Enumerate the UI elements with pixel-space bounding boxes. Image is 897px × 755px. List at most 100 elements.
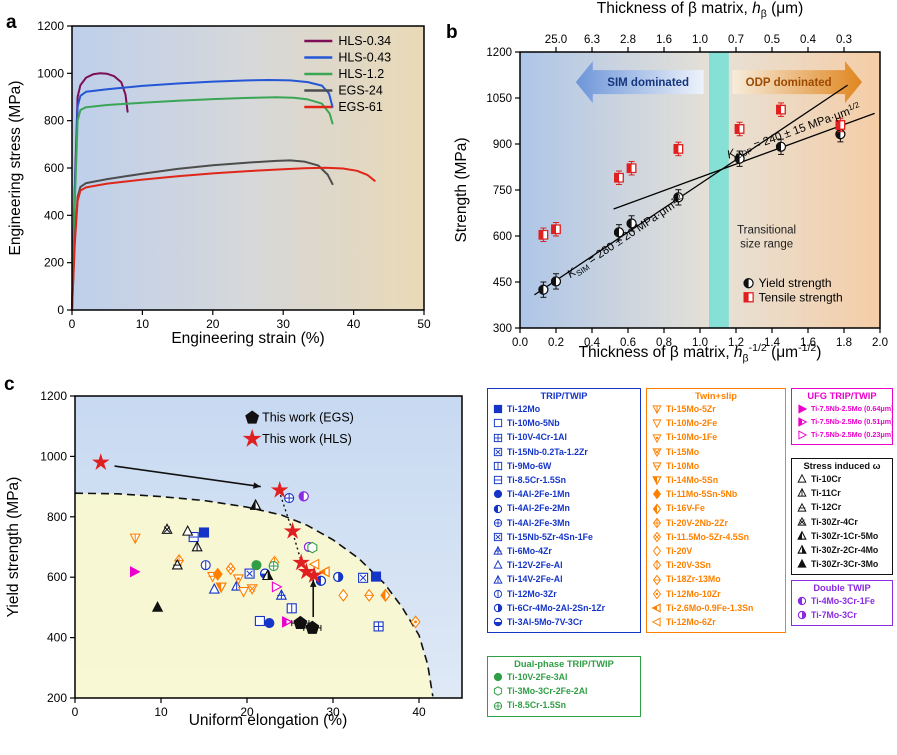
legend-item: Ti-11Cr: [796, 486, 888, 500]
legend-items: Ti-7.5Nb-2.5Mo (0.64μm)Ti-7.5Nb-2.5Mo (0…: [796, 402, 894, 441]
legend-item: Ti-15Nb-5Zr-4Sn-1Fe: [492, 530, 636, 544]
square-marker: [188, 531, 199, 543]
circle-marker: [550, 276, 562, 287]
legend-item: Ti-12Mo: [492, 402, 636, 416]
circle-marker: [493, 603, 503, 613]
legend-item-label: Ti-7.5Nb-2.5Mo (0.51μm): [811, 417, 894, 426]
legend-item-label: Ti-20V-2Nb-2Zr: [666, 517, 728, 528]
square-marker: [493, 433, 503, 442]
svg-text:2.8: 2.8: [620, 34, 636, 46]
legend-item-label: Ti-30Zr-4Cr: [811, 516, 858, 527]
diamond-marker: [338, 588, 349, 602]
legend-item: Ti-15Mo: [651, 445, 781, 459]
square-marker: [551, 224, 561, 235]
square-icon: [493, 404, 503, 414]
legend-item-label: Ti-30Zr-1Cr-5Mo: [811, 530, 879, 541]
triangle-down-icon: [652, 448, 662, 457]
circle-marker: [673, 192, 684, 203]
svg-text:0.6: 0.6: [620, 337, 636, 349]
triangle-left-marker: [318, 566, 330, 578]
svg-text:2.0: 2.0: [872, 337, 888, 349]
triangle-down-marker: [652, 419, 662, 429]
legend-item-label: Ti-14Mo-5Sn: [666, 475, 719, 486]
star-marker: [283, 522, 302, 539]
star-marker: [305, 566, 323, 583]
legend-item: Ti-14V-2Fe-Al: [492, 572, 636, 586]
triangle-down-marker: [246, 584, 258, 596]
svg-text:900: 900: [493, 139, 512, 151]
square-marker: [734, 124, 745, 134]
triangle-up-icon: [797, 530, 807, 540]
svg-text:0.4: 0.4: [584, 337, 601, 349]
triangle-down-icon: [652, 419, 662, 429]
triangle-right-marker: [798, 403, 808, 414]
diamond-marker: [652, 574, 662, 585]
triangle-up-marker: [275, 588, 288, 600]
hexagon-marker: [493, 686, 503, 697]
diamond-marker: [652, 545, 662, 557]
legend-item-label: Ti-16V-Fe: [666, 503, 705, 514]
diamond-icon: [652, 488, 662, 500]
legend-item-label: Ti-4Al-2Fe-1Mn: [507, 489, 570, 500]
square-marker: [493, 447, 503, 456]
panel-c-letter: c: [4, 374, 15, 395]
square-marker: [493, 532, 503, 542]
star-marker: [242, 428, 262, 447]
panel-c-ylabel: Yield strength (MPa): [5, 476, 22, 618]
square-marker: [538, 229, 549, 240]
square-marker: [244, 568, 255, 579]
legend-item: Ti-30Zr-3Cr-3Mo: [796, 557, 888, 571]
triangle-left-icon: [651, 603, 661, 613]
legend-item-label: Ti-10Mo-5Nb: [507, 418, 560, 429]
legend-item: Ti-15Mo-5Zr: [651, 402, 781, 416]
triangle-down-marker: [215, 582, 227, 594]
svg-text:This work (HLS): This work (HLS): [262, 432, 352, 446]
legend-item-label: Ti-7.5Nb-2.5Mo (0.23μm): [811, 430, 894, 439]
svg-text:20: 20: [240, 705, 254, 719]
svg-text:600: 600: [44, 161, 64, 175]
legend-item: Ti-6Cr-4Mo-2Al-2Sn-1Zr: [492, 601, 636, 615]
legend-item: Ti-10Cr: [796, 472, 888, 486]
svg-text:50: 50: [417, 317, 431, 331]
triangle-right-icon: [798, 403, 808, 414]
diamond-marker: [225, 562, 236, 576]
svg-text:EGS-24: EGS-24: [338, 84, 383, 98]
legend-item: Ti-20V: [651, 544, 781, 558]
legend-item-label: Ti-30Zr-2Cr-4Mo: [811, 545, 879, 556]
square-marker: [776, 104, 786, 115]
triangle-up-icon: [493, 574, 503, 584]
circle-marker: [268, 560, 279, 572]
panel-a-ylabel: Engineering stress (MPa): [7, 80, 24, 256]
star-marker: [292, 553, 311, 571]
legend-item: Ti-7.5Nb-2.5Mo (0.51μm): [796, 415, 894, 428]
circle-marker: [797, 611, 807, 620]
svg-text:0: 0: [72, 705, 79, 719]
legend-item: Ti-30Zr-2Cr-4Mo: [796, 543, 888, 557]
svg-text:1200: 1200: [37, 19, 64, 33]
diamond-icon: [652, 588, 662, 600]
circle-icon: [493, 518, 503, 527]
diamond-icon: [652, 545, 662, 557]
panel-b-top-axis-title: Thickness of β matrix, hβ (μm): [596, 0, 804, 21]
svg-text:0.5: 0.5: [764, 34, 780, 46]
triangle-right-marker: [798, 429, 808, 440]
triangle-up-marker: [191, 540, 203, 552]
star-marker: [297, 562, 316, 580]
legend-item: Ti-8.5Cr-1.5Sn: [492, 698, 636, 712]
square-marker: [254, 615, 265, 627]
triangle-down-marker: [652, 405, 662, 415]
square-marker: [493, 404, 503, 414]
diamond-icon: [652, 503, 662, 514]
square-marker: [198, 527, 210, 538]
legend-item: Ti-10V-2Fe-3Al: [492, 670, 636, 684]
svg-text:This work (EGS): This work (EGS): [262, 411, 354, 425]
triangle-down-marker: [237, 587, 250, 598]
legend-box-title: Double TWIP: [813, 583, 871, 593]
svg-text:0.8: 0.8: [656, 337, 672, 349]
diamond-icon: [652, 531, 662, 543]
hexagon-icon: [493, 686, 503, 697]
triangle-up-marker: [797, 488, 807, 497]
square-marker: [614, 172, 624, 183]
triangle-down-marker: [652, 448, 662, 457]
